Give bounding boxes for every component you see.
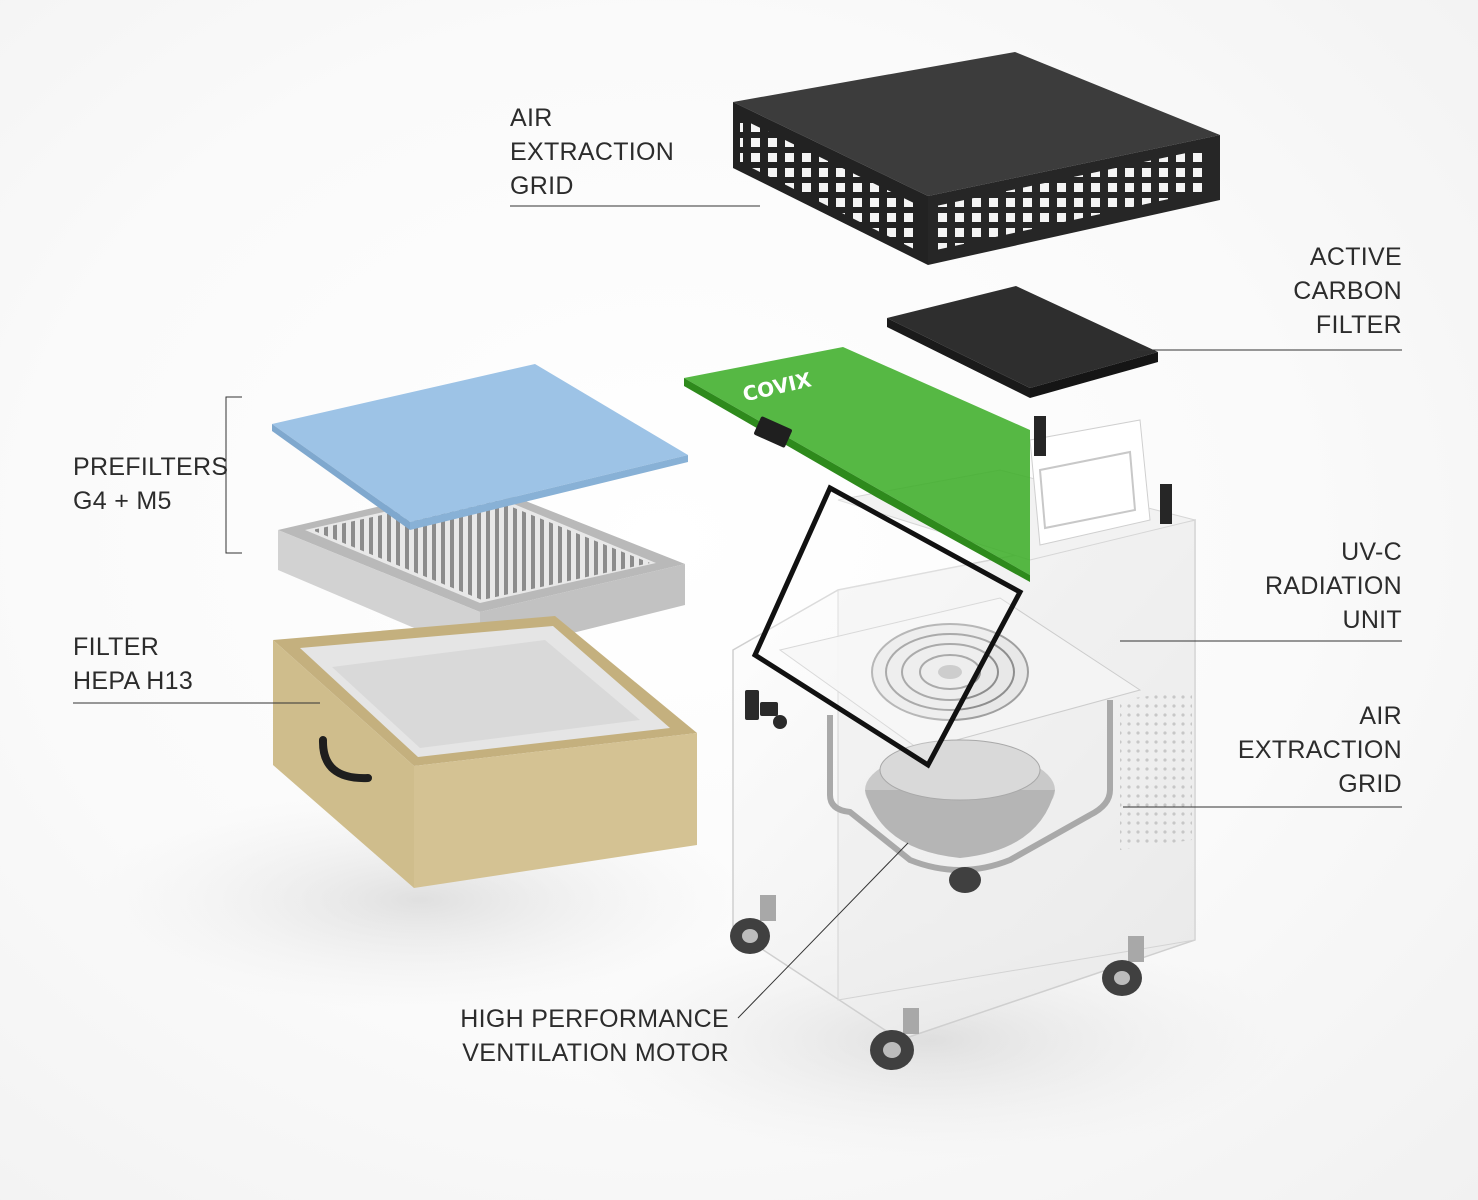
prefilter-g4-part xyxy=(272,364,688,530)
label-motor: HIGH PERFORMANCE VENTILATION MOTOR xyxy=(460,1002,729,1070)
label-prefilters: PREFILTERS G4 + M5 xyxy=(73,450,228,518)
label-filter-hepa: FILTER HEPA H13 xyxy=(73,630,193,698)
label-line: GRID xyxy=(510,172,574,200)
label-line: AIR xyxy=(510,104,553,132)
label-line: VENTILATION MOTOR xyxy=(462,1039,729,1067)
label-line: FILTER xyxy=(73,633,160,661)
caster-wheel xyxy=(730,895,776,954)
green-lid-part: COVIX xyxy=(684,347,1030,582)
label-line: EXTRACTION xyxy=(510,138,675,166)
prefilters-bracket xyxy=(225,396,242,554)
label-line: HIGH PERFORMANCE xyxy=(460,1005,729,1033)
label-line: AIR xyxy=(1359,702,1402,730)
prefilter-m5-part xyxy=(278,483,685,656)
hepa-filter-part xyxy=(273,616,697,888)
label-active-carbon-filter: ACTIVE CARBON FILTER xyxy=(1293,240,1402,342)
label-line: CARBON xyxy=(1293,277,1402,305)
label-air-extraction-grid-top: AIR EXTRACTION GRID xyxy=(510,101,674,203)
label-line: HEPA H13 xyxy=(73,667,194,695)
label-line: ACTIVE xyxy=(1309,243,1402,271)
label-line: PREFILTERS xyxy=(73,453,229,481)
active-carbon-filter-part xyxy=(887,286,1158,398)
caster-wheel xyxy=(949,867,981,893)
caster-wheel xyxy=(870,1008,919,1070)
label-line: G4 + M5 xyxy=(73,487,172,515)
label-line: FILTER xyxy=(1315,311,1402,339)
label-line: EXTRACTION xyxy=(1237,736,1402,764)
caster-wheel xyxy=(1102,936,1144,996)
label-line: UNIT xyxy=(1342,606,1402,634)
air-extraction-grid-top-part xyxy=(733,52,1220,265)
leader-line xyxy=(737,842,909,1019)
label-line: RADIATION xyxy=(1265,572,1402,600)
label-air-extraction-grid-side: AIR EXTRACTION GRID xyxy=(1238,699,1402,801)
access-door-frame xyxy=(751,484,1024,769)
label-line: UV-C xyxy=(1341,538,1402,566)
label-line: GRID xyxy=(1338,770,1402,798)
cart-body-part xyxy=(732,416,1196,1041)
label-uvc-unit: UV-C RADIATION UNIT xyxy=(1265,535,1402,637)
